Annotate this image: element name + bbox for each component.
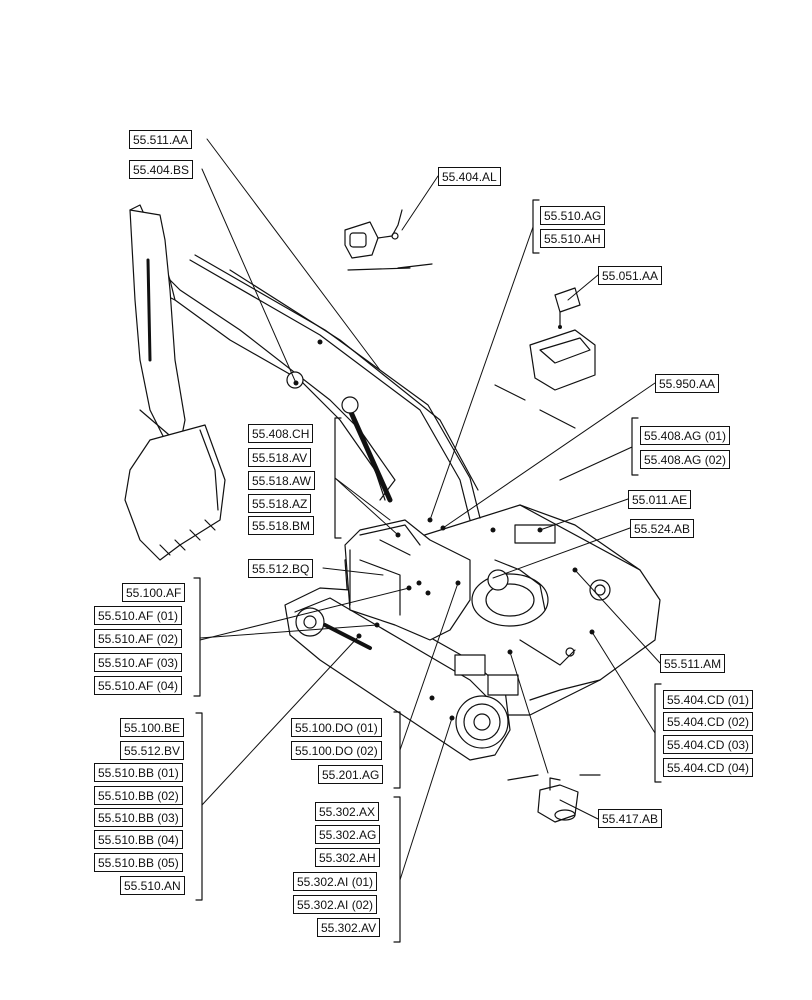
callout-55-404-bs[interactable]: 55.404.BS [129,160,194,179]
callout-55-510-ah[interactable]: 55.510.AH [540,229,605,248]
callout-55-510-bb-04[interactable]: 55.510.BB (04) [94,830,183,849]
callout-55-511-am[interactable]: 55.511.AM [660,654,726,673]
callout-55-408-ch[interactable]: 55.408.CH [248,424,314,443]
callout-55-100-af[interactable]: 55.100.AF [122,583,186,602]
callout-55-302-av[interactable]: 55.302.AV [317,918,381,937]
callout-55-518-az[interactable]: 55.518.AZ [248,494,312,513]
callout-55-408-ag-01[interactable]: 55.408.AG (01) [640,426,731,445]
callout-55-408-ag-02[interactable]: 55.408.AG (02) [640,450,731,469]
callout-55-404-cd-04[interactable]: 55.404.CD (04) [663,758,754,777]
controller-unit-detail [529,287,596,391]
callout-55-417-ab[interactable]: 55.417.AB [598,809,663,828]
callout-55-510-bb-03[interactable]: 55.510.BB (03) [94,808,183,827]
callout-55-302-ah[interactable]: 55.302.AH [315,848,380,867]
callout-55-302-ai-02[interactable]: 55.302.AI (02) [293,895,378,914]
callout-55-051-aa[interactable]: 55.051.AA [598,266,663,285]
callout-55-100-do-01[interactable]: 55.100.DO (01) [291,718,382,737]
callout-55-510-an[interactable]: 55.510.AN [120,876,185,895]
callout-55-011-ae[interactable]: 55.011.AE [628,490,692,509]
callout-55-510-af-03[interactable]: 55.510.AF (03) [94,653,183,672]
callout-55-518-av[interactable]: 55.518.AV [248,448,312,467]
callout-55-404-al[interactable]: 55.404.AL [438,167,501,186]
callout-55-510-ag[interactable]: 55.510.AG [540,206,606,225]
callout-55-404-cd-03[interactable]: 55.404.CD (03) [663,735,754,754]
callout-55-512-bq[interactable]: 55.512.BQ [248,559,314,578]
callout-55-302-ag[interactable]: 55.302.AG [315,825,381,844]
callout-55-404-cd-02[interactable]: 55.404.CD (02) [663,712,754,731]
callout-55-302-ai-01[interactable]: 55.302.AI (01) [293,872,378,891]
callout-55-100-be[interactable]: 55.100.BE [120,718,185,737]
callout-55-510-bb-05[interactable]: 55.510.BB (05) [94,853,183,872]
callout-55-201-ag[interactable]: 55.201.AG [318,765,384,784]
callout-55-404-cd-01[interactable]: 55.404.CD (01) [663,690,754,709]
callout-55-510-bb-01[interactable]: 55.510.BB (01) [94,763,183,782]
callout-55-510-af-01[interactable]: 55.510.AF (01) [94,606,183,625]
excavator-drawing [124,204,661,761]
callout-55-510-af-04[interactable]: 55.510.AF (04) [94,676,183,695]
callout-55-518-bm[interactable]: 55.518.BM [248,516,315,535]
horn-bracket-detail [537,777,579,823]
beacon-lamp-detail [344,209,403,259]
callout-55-950-aa[interactable]: 55.950.AA [655,374,720,393]
callout-55-524-ab[interactable]: 55.524.AB [630,519,695,538]
callout-55-511-aa[interactable]: 55.511.AA [129,130,193,149]
callout-55-100-do-02[interactable]: 55.100.DO (02) [291,741,382,760]
leader-lines [199,138,661,881]
callout-55-518-aw[interactable]: 55.518.AW [248,471,315,490]
callout-55-512-bv[interactable]: 55.512.BV [120,741,185,760]
callout-55-510-bb-02[interactable]: 55.510.BB (02) [94,786,183,805]
callout-55-510-af-02[interactable]: 55.510.AF (02) [94,629,183,648]
callout-55-302-ax[interactable]: 55.302.AX [315,802,380,821]
